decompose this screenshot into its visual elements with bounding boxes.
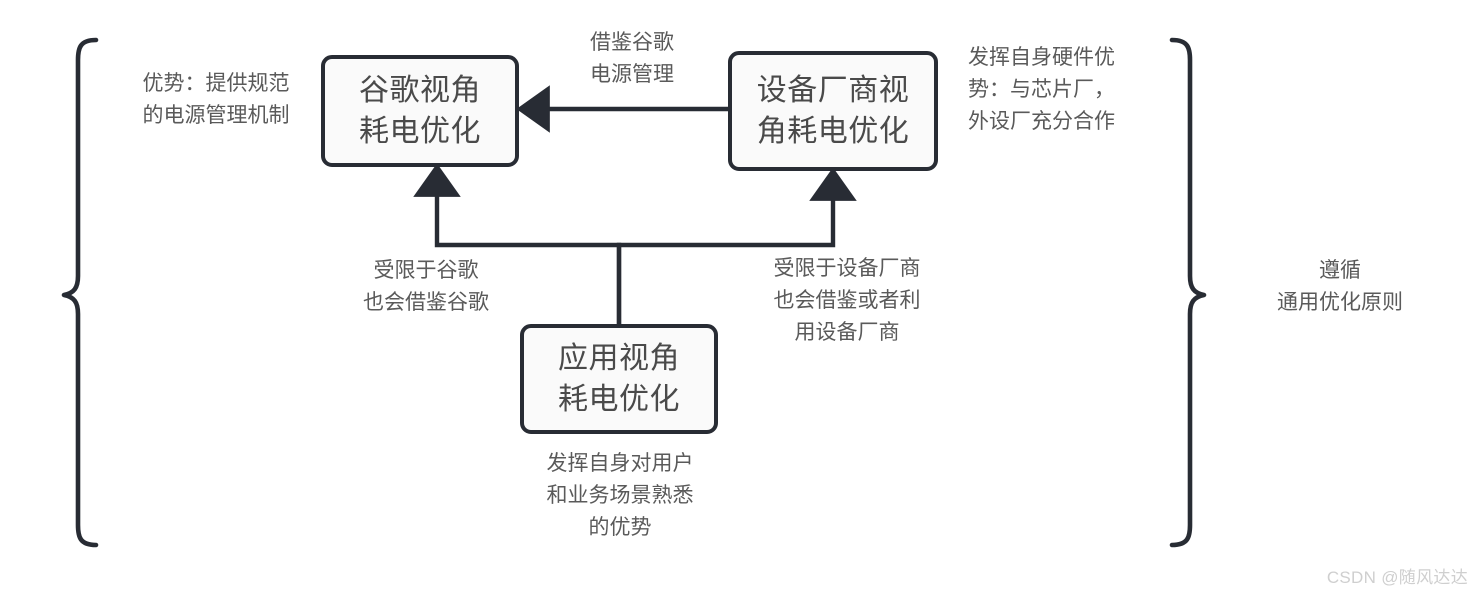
note-google-advantage: 优势：提供规范 的电源管理机制 [142, 72, 290, 127]
note-edge-app-to-google-label: 受限于谷歌 也会借鉴谷歌 [363, 259, 489, 314]
watermark: CSDN @随风达达 [1326, 568, 1468, 587]
node-app-perspective[interactable]: 应用视角 耗电优化 [520, 324, 718, 434]
node-app-line2: 耗电优化 [558, 383, 680, 416]
node-google-perspective[interactable]: 谷歌视角 耗电优化 [321, 55, 519, 167]
node-vendor-line2: 角耗电优化 [756, 115, 910, 148]
note-app-advantage: 发挥自身对用户 和业务场景熟悉 的优势 [546, 452, 694, 539]
note-general-principle: 遵循 通用优化原则 [1277, 259, 1403, 314]
node-vendor-line1: 设备厂商视 [756, 74, 910, 107]
note-edge-vendor-to-google-label: 借鉴谷歌 电源管理 [590, 31, 674, 86]
edge-app-to-vendor [616, 167, 857, 324]
left-brace [61, 37, 99, 548]
node-google-line1: 谷歌视角 [359, 74, 481, 107]
node-app-line1: 应用视角 [558, 342, 680, 375]
right-brace [1169, 37, 1207, 548]
node-google-line2: 耗电优化 [359, 115, 481, 148]
node-vendor-perspective[interactable]: 设备厂商视 角耗电优化 [728, 51, 938, 171]
note-vendor-hardware-advantage: 发挥自身硬件优 势：与芯片厂， 外设厂充分合作 [968, 46, 1115, 133]
note-edge-app-to-vendor-label: 受限于设备厂商 也会借鉴或者利 用设备厂商 [773, 257, 921, 344]
